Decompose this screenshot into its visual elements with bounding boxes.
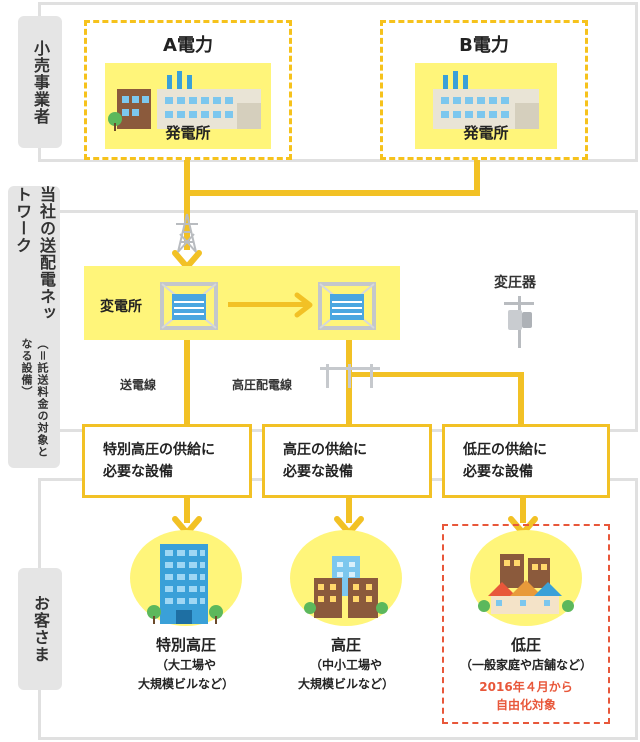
substation-arrow-shaft xyxy=(228,302,306,307)
plant-b-label: 発電所 xyxy=(463,124,509,142)
facility-low-line2: 必要な設備 xyxy=(463,464,533,480)
facility-low-line1: 低圧の供給に xyxy=(463,442,547,458)
arrow-right-icon xyxy=(294,292,313,318)
substation-label: 変電所 xyxy=(100,299,142,315)
liberalization-note-line1: 2016年４月から xyxy=(479,680,573,694)
network-section-note: （＝託送料金の対象となる設備） xyxy=(20,337,49,458)
transmission-line-label: 送電線 xyxy=(120,378,157,392)
company-b: B電力 発電所 xyxy=(380,20,588,160)
customer-extra-high-sub2: 大規模ビルなど） xyxy=(137,677,234,691)
facility-high: 高圧の供給に 必要な設備 xyxy=(262,424,432,498)
transformer-icon xyxy=(504,296,534,348)
facility-2-wire xyxy=(346,497,352,523)
customer-high-title: 高圧 xyxy=(330,636,361,654)
customer-extra-high-sub1: （大工場や xyxy=(155,658,216,672)
retail-section-label: 小売事業者 xyxy=(18,16,62,148)
transmission-wire xyxy=(184,340,190,426)
substation-icon xyxy=(318,282,376,330)
network-section-label: 当社の送配電ネットワーク （＝託送料金の対象となる設備） xyxy=(8,186,60,468)
company-b-name: B電力 xyxy=(459,35,509,56)
company-a: A電力 発電所 xyxy=(84,20,292,160)
factory-icon xyxy=(304,556,388,618)
liberalization-note-line2: 自由化対象 xyxy=(495,698,556,712)
utility-pole-icon xyxy=(320,364,380,388)
facility-1-wire xyxy=(184,497,190,523)
substation-box: 変電所 xyxy=(84,266,400,340)
customer-extra-high-title: 特別高圧 xyxy=(155,636,216,654)
skyscraper-icon xyxy=(147,544,223,624)
facility-low: 低圧の供給に 必要な設備 xyxy=(442,424,610,498)
facility-high-line1: 高圧の供給に xyxy=(283,442,367,458)
customer-section-label: お客さま xyxy=(18,568,62,690)
substation-icon xyxy=(160,282,218,330)
houses-icon xyxy=(478,554,574,614)
plant-a-box: 発電所 xyxy=(105,63,271,149)
facility-high-line2: 必要な設備 xyxy=(283,464,353,480)
customer-high-sub1: （中小工場や xyxy=(309,658,382,672)
customer-low-title: 低圧 xyxy=(510,636,541,654)
lv-branch-wire-v xyxy=(518,372,524,426)
plant-a-label: 発電所 xyxy=(165,124,211,142)
tower-drop-wire xyxy=(184,190,190,250)
lv-branch-wire-h xyxy=(346,372,522,377)
customer-high-sub2: 大規模ビルなど） xyxy=(297,677,394,691)
facility-3-wire xyxy=(520,497,526,523)
plant-b-box: 発電所 xyxy=(415,63,557,149)
power-plant-icon xyxy=(433,71,539,129)
distribution-line-label: 高圧配電線 xyxy=(232,378,293,392)
liberalization-dashed-box xyxy=(442,524,610,724)
plant-join-wire xyxy=(184,190,480,196)
transmission-tower-icon xyxy=(176,213,198,253)
customer-section-text: お客さま xyxy=(31,595,50,663)
facility-extra-high: 特別高圧の供給に 必要な設備 xyxy=(82,424,252,498)
facility-extra-high-line1: 特別高圧の供給に xyxy=(103,442,215,458)
plant-a-wire xyxy=(184,156,190,196)
customer-low-sub1: （一般家庭や店舗など） xyxy=(459,658,592,672)
network-section-title: 当社の送配電ネットワーク xyxy=(13,186,56,322)
facility-extra-high-line2: 必要な設備 xyxy=(103,464,173,480)
transformer-label: 変圧器 xyxy=(494,275,536,291)
plant-b-wire xyxy=(474,156,480,196)
company-a-name: A電力 xyxy=(163,35,213,56)
retail-section-text: 小売事業者 xyxy=(31,39,50,125)
power-plant-icon xyxy=(108,71,261,131)
